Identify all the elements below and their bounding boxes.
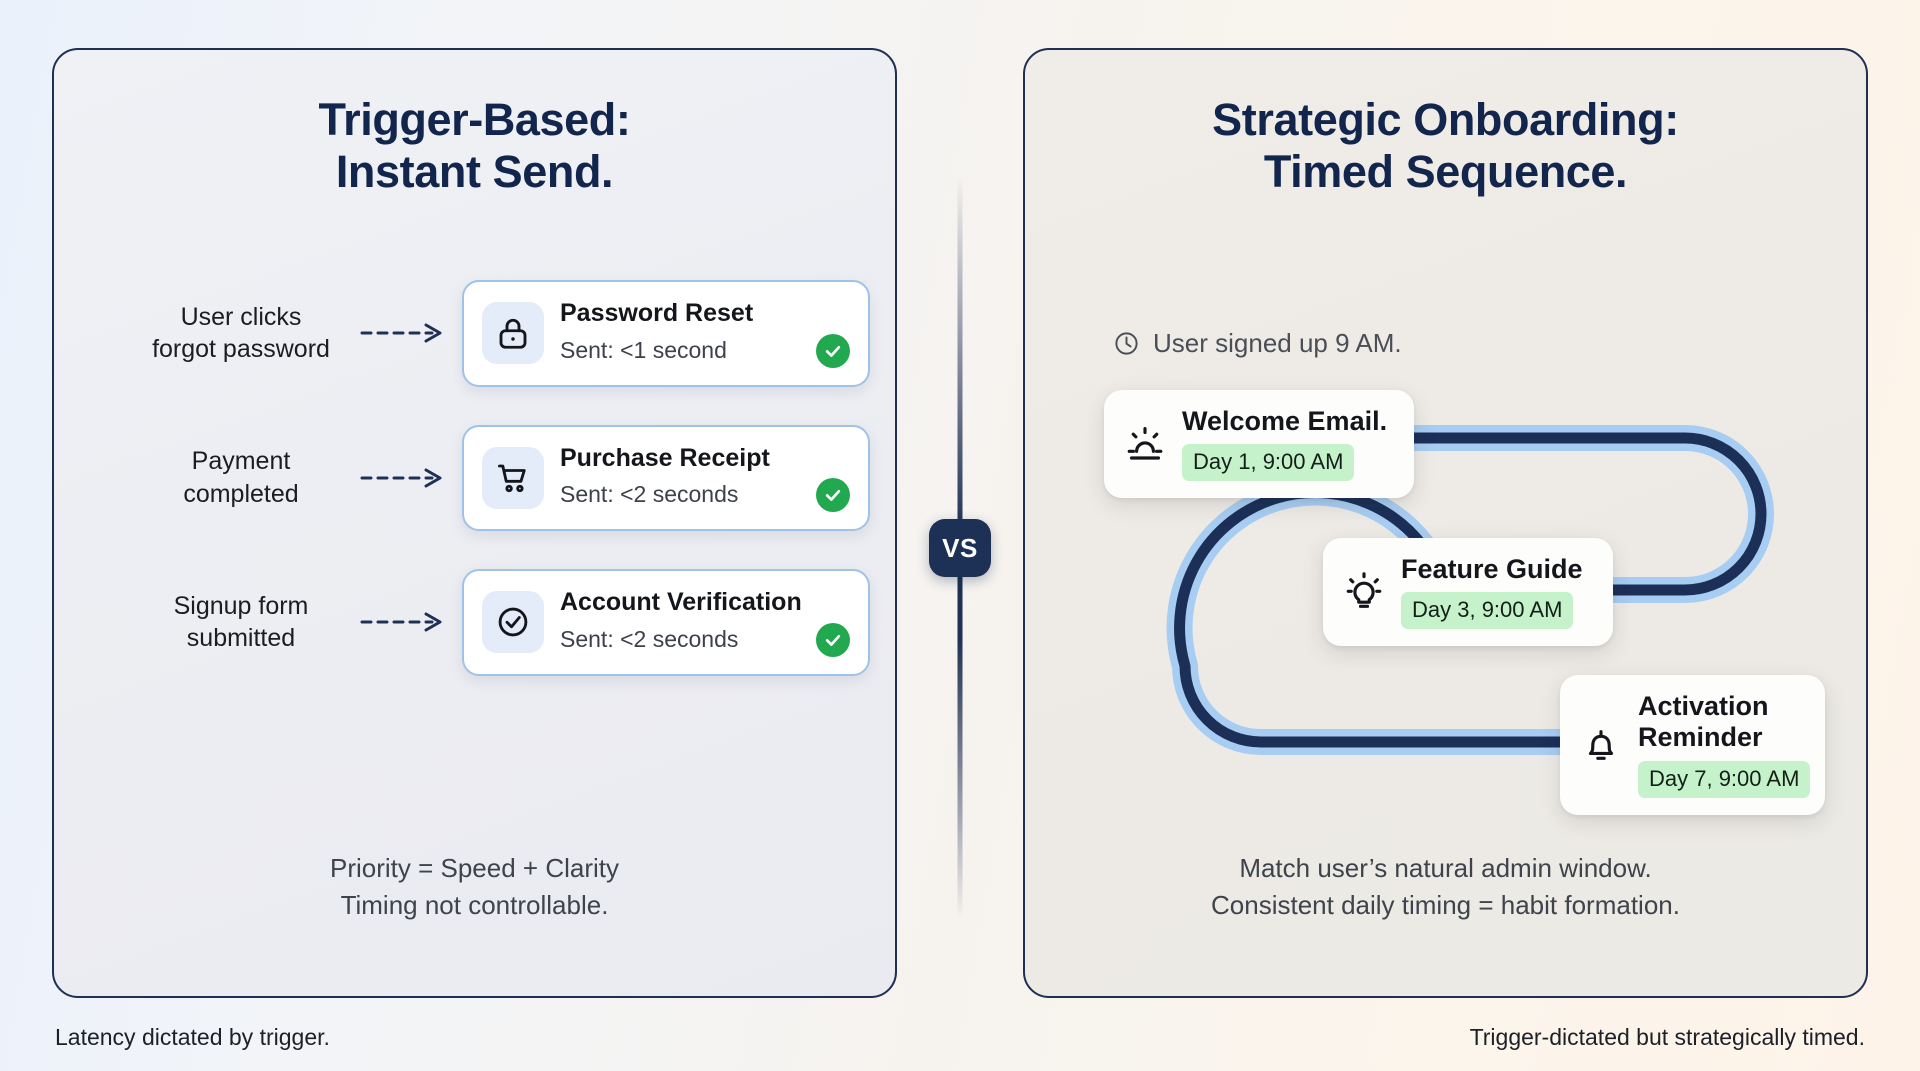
signup-note: User signed up 9 AM. <box>1113 328 1402 359</box>
check-icon <box>816 622 850 657</box>
left-panel-note-line1: Priority = Speed + Clarity <box>329 853 619 884</box>
right-panel-note: Match user’s natural admin window. Consi… <box>1025 850 1866 924</box>
caption-left: Latency dictated by trigger. <box>55 1024 330 1050</box>
right-panel-note-line2: Consistent daily timing = habit formatio… <box>1211 890 1680 921</box>
event-status-row: Sent: <2 seconds <box>560 622 850 657</box>
bell-icon <box>1578 721 1624 767</box>
trigger-label-line2: submitted <box>186 624 296 653</box>
vs-badge: VS <box>929 519 991 577</box>
sequence-card-title: Feature Guide <box>1401 554 1583 584</box>
trigger-label: User clicks forgot password <box>126 301 356 366</box>
dashed-arrow-icon <box>360 323 442 343</box>
right-panel-title-line2: Timed Sequence. <box>1263 146 1628 198</box>
right-panel-title-line1: Strategic Onboarding: <box>1212 94 1679 145</box>
sequence-card-schedule: Day 1, 9:00 AM <box>1182 444 1355 482</box>
event-card[interactable]: Password Reset Sent: <1 second <box>462 280 870 387</box>
caption-right: Trigger-dictated but strategically timed… <box>1469 1024 1865 1050</box>
event-card-body: Password Reset Sent: <1 second <box>560 299 850 368</box>
left-panel-title-line1: Trigger-Based: <box>318 94 631 145</box>
dashed-arrow-icon <box>360 612 442 632</box>
trigger-rows: User clicks forgot password <box>54 280 895 714</box>
event-card[interactable]: Purchase Receipt Sent: <2 seconds <box>462 424 870 531</box>
sequence-card-activation-reminder[interactable]: Activation Reminder Day 7, 9:00 AM <box>1560 675 1825 815</box>
right-panel-strategic-onboarding: Strategic Onboarding: Timed Sequence. Us… <box>1023 48 1868 998</box>
clock-icon <box>1115 332 1138 355</box>
sequence-card-schedule: Day 3, 9:00 AM <box>1401 592 1574 630</box>
left-panel-title-line2: Instant Send. <box>335 146 614 198</box>
event-card-body: Account Verification Sent: <2 seconds <box>560 588 850 657</box>
dashed-arrow-icon <box>360 468 442 488</box>
event-status-row: Sent: <1 second <box>560 333 850 368</box>
sequence-card-title: Activation Reminder <box>1638 691 1769 753</box>
sequence-card-feature-guide[interactable]: Feature Guide Day 3, 9:00 AM <box>1323 538 1613 647</box>
event-status-row: Sent: <2 seconds <box>560 478 850 512</box>
trigger-label-line2: forgot password <box>152 335 330 364</box>
sequence-card-body: Activation Reminder Day 7, 9:00 AM <box>1638 691 1811 798</box>
check-icon <box>816 478 850 512</box>
vs-divider: VS <box>929 176 991 920</box>
sequence-card-schedule: Day 7, 9:00 AM <box>1638 760 1811 798</box>
event-title: Account Verification <box>560 588 802 616</box>
event-title: Purchase Receipt <box>560 443 770 472</box>
sequence-card-body: Feature Guide Day 3, 9:00 AM <box>1401 554 1583 630</box>
trigger-label-line1: Signup form <box>173 591 309 620</box>
right-panel-title: Strategic Onboarding: Timed Sequence. <box>1025 50 1866 198</box>
trigger-label-line1: User clicks <box>180 302 302 331</box>
lightbulb-icon <box>1341 569 1387 615</box>
shopping-cart-icon <box>482 446 544 509</box>
sequence-card-body: Welcome Email. Day 1, 9:00 AM <box>1182 406 1388 482</box>
event-card[interactable]: Account Verification Sent: <2 seconds <box>462 569 870 676</box>
trigger-label: Signup form submitted <box>126 590 356 655</box>
trigger-label: Payment completed <box>126 445 356 510</box>
trigger-label-line1: Payment <box>191 447 291 476</box>
left-panel-note: Priority = Speed + Clarity Timing not co… <box>54 850 895 924</box>
signup-note-text: User signed up 9 AM. <box>1153 328 1402 358</box>
lock-icon <box>482 302 544 365</box>
sequence-card-welcome-email[interactable]: Welcome Email. Day 1, 9:00 AM <box>1104 390 1414 499</box>
right-panel-note-line1: Match user’s natural admin window. <box>1239 853 1652 884</box>
check-icon <box>816 333 850 368</box>
event-status: Sent: <1 second <box>560 336 727 363</box>
trigger-row: Payment completed <box>54 424 895 531</box>
left-panel-note-line2: Timing not controllable. <box>340 890 609 921</box>
event-status: Sent: <2 seconds <box>560 481 739 508</box>
sequence-card-title: Welcome Email. <box>1182 406 1388 436</box>
trigger-row: User clicks forgot password <box>54 280 895 387</box>
sunrise-icon <box>1122 421 1168 467</box>
trigger-row: Signup form submitted Account V <box>54 569 895 676</box>
event-status: Sent: <2 seconds <box>560 625 739 652</box>
event-card-body: Purchase Receipt Sent: <2 seconds <box>560 443 850 512</box>
event-title: Password Reset <box>560 299 754 327</box>
check-circle-icon <box>482 591 544 654</box>
left-panel-trigger-based: Trigger-Based: Instant Send. User clicks… <box>52 48 897 998</box>
trigger-label-line2: completed <box>183 479 299 508</box>
left-panel-title: Trigger-Based: Instant Send. <box>54 50 895 198</box>
